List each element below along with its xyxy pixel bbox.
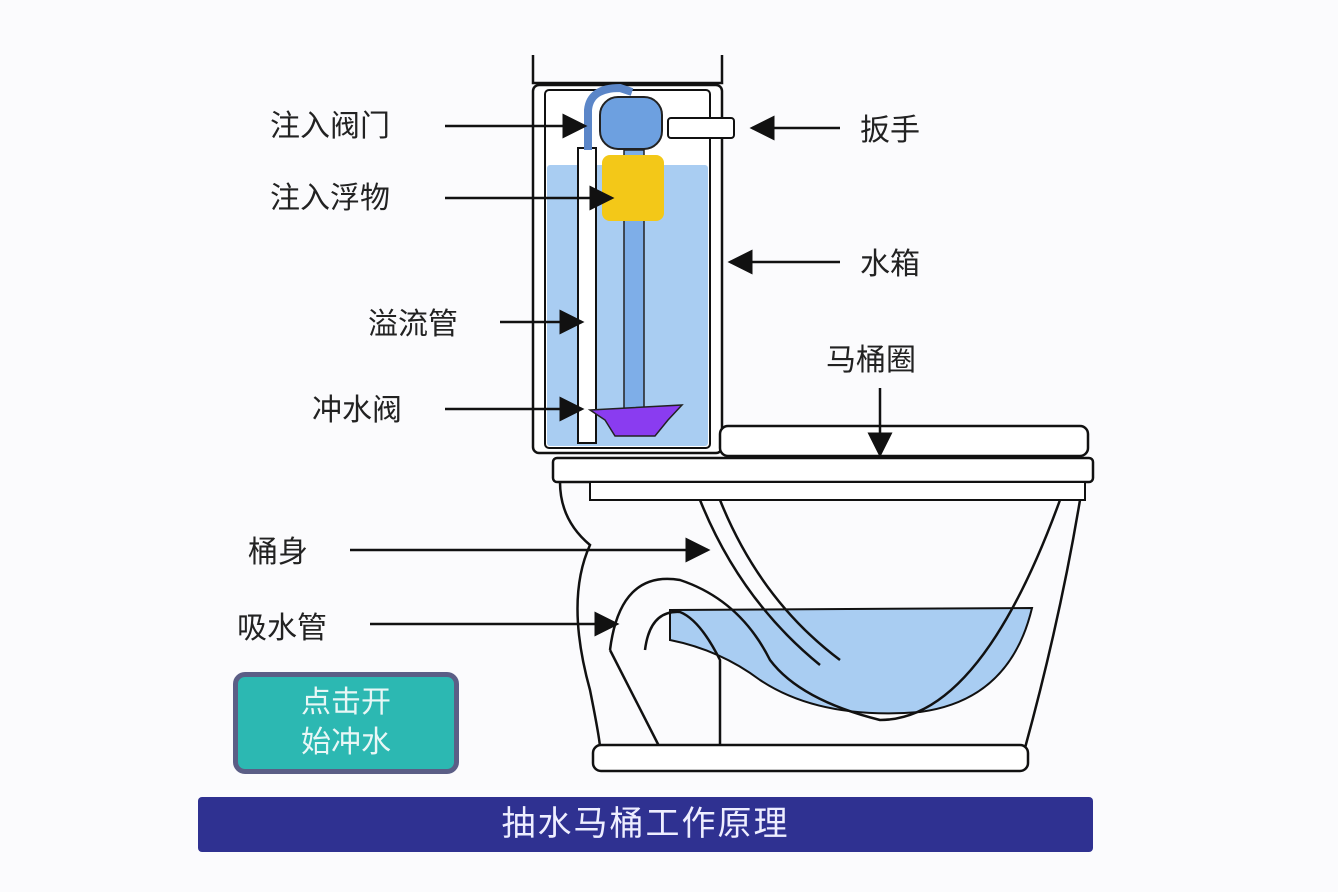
label-fill-valve: 注入阀门 xyxy=(270,109,390,144)
button-line-1: 点击开 xyxy=(301,685,391,720)
label-siphon-pipe: 吸水管 xyxy=(237,611,327,646)
button-line-2: 始冲水 xyxy=(301,725,391,760)
label-tank: 水箱 xyxy=(860,247,920,282)
label-float: 注入浮物 xyxy=(270,181,390,216)
tank xyxy=(531,55,735,455)
float xyxy=(602,155,664,221)
flush-valve xyxy=(587,404,684,437)
label-overflow-pipe: 溢流管 xyxy=(368,307,458,342)
fill-valve xyxy=(599,96,663,150)
handle xyxy=(667,117,735,139)
label-flush-valve: 冲水阀 xyxy=(312,393,402,428)
start-flush-button[interactable]: 点击开 始冲水 xyxy=(233,672,459,774)
label-seat: 马桶圈 xyxy=(826,343,916,378)
overflow-pipe xyxy=(577,147,597,444)
seat xyxy=(718,424,1090,458)
title-bar: 抽水马桶工作原理 xyxy=(198,797,1093,852)
page-title: 抽水马桶工作原理 xyxy=(501,804,790,844)
base xyxy=(591,743,1030,773)
bowl xyxy=(551,424,1095,773)
label-handle: 扳手 xyxy=(860,113,920,148)
label-bowl-body: 桶身 xyxy=(248,535,308,570)
